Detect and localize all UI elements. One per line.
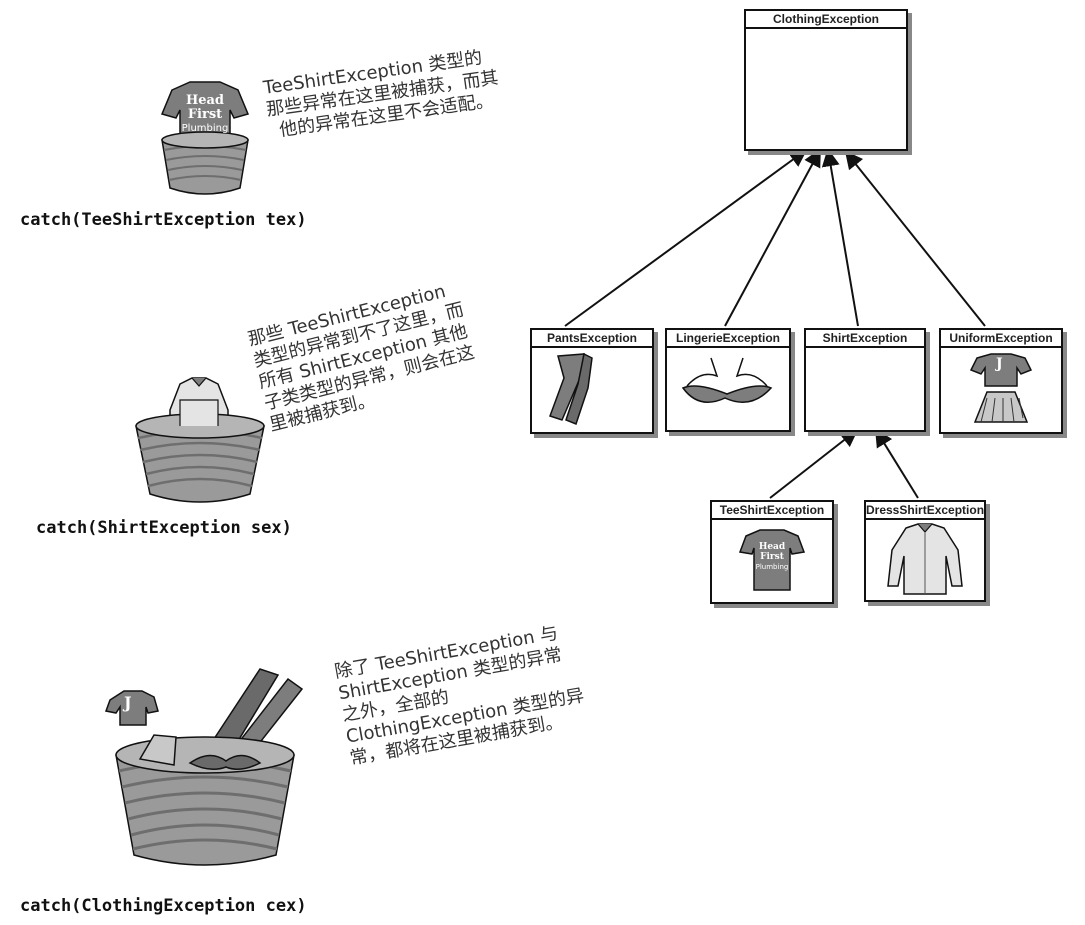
- class-box-lingerie-exception: LingerieException: [665, 328, 791, 432]
- arrow-lingerie-to-clothing: [724, 148, 821, 327]
- arrow-shirt-to-clothing: [821, 148, 859, 327]
- catch-shirt-code: catch(ShirtException sex): [36, 518, 292, 538]
- class-box-shirt-exception: ShirtException: [804, 328, 926, 432]
- arrow-teeshirt-to-shirt: [769, 428, 859, 499]
- tshirt-print-line: First: [187, 107, 223, 122]
- class-box-dressshirt-exception: DressShirtException: [864, 500, 986, 602]
- uniform-letter: J: [996, 356, 1003, 372]
- arrow-dressshirt-to-shirt: [875, 428, 919, 499]
- tshirt-print: Head First Plumbing: [180, 94, 230, 136]
- catch-clothing-code: catch(ClothingException cex): [20, 896, 307, 916]
- tshirt-print-line: Plumbing: [755, 563, 789, 571]
- class-name: ShirtException: [806, 330, 924, 348]
- class-name: TeeShirtException: [712, 502, 832, 520]
- class-name: ClothingException: [746, 11, 906, 29]
- class-box-uniform-exception: UniformException J: [939, 328, 1063, 434]
- catch-teeshirt-code: catch(TeeShirtException tex): [20, 210, 307, 230]
- class-box-clothing-exception: ClothingException: [744, 9, 908, 151]
- class-box-pants-exception: PantsException: [530, 328, 654, 434]
- arrow-uniform-to-clothing: [844, 150, 986, 327]
- class-name: UniformException: [941, 330, 1061, 348]
- basket-clothing: J: [100, 655, 310, 875]
- uniform-letter: J: [124, 693, 132, 712]
- class-name: PantsException: [532, 330, 652, 348]
- class-name: DressShirtException: [866, 502, 984, 520]
- class-box-teeshirt-exception: TeeShirtException Head First Plumbing: [710, 500, 834, 604]
- basket-shirt: [130, 370, 270, 510]
- tshirt-print-line: First: [760, 552, 784, 562]
- basket-teeshirt: Head First Plumbing: [150, 70, 260, 200]
- tshirt-print-line: Plumbing: [181, 123, 229, 134]
- class-name: LingerieException: [667, 330, 789, 348]
- tshirt-print-line: Head: [185, 93, 225, 108]
- arrow-pants-to-clothing: [564, 148, 808, 327]
- tshirt-print-line: Head: [758, 542, 786, 552]
- tshirt-print: Head First Plumbing: [754, 542, 790, 572]
